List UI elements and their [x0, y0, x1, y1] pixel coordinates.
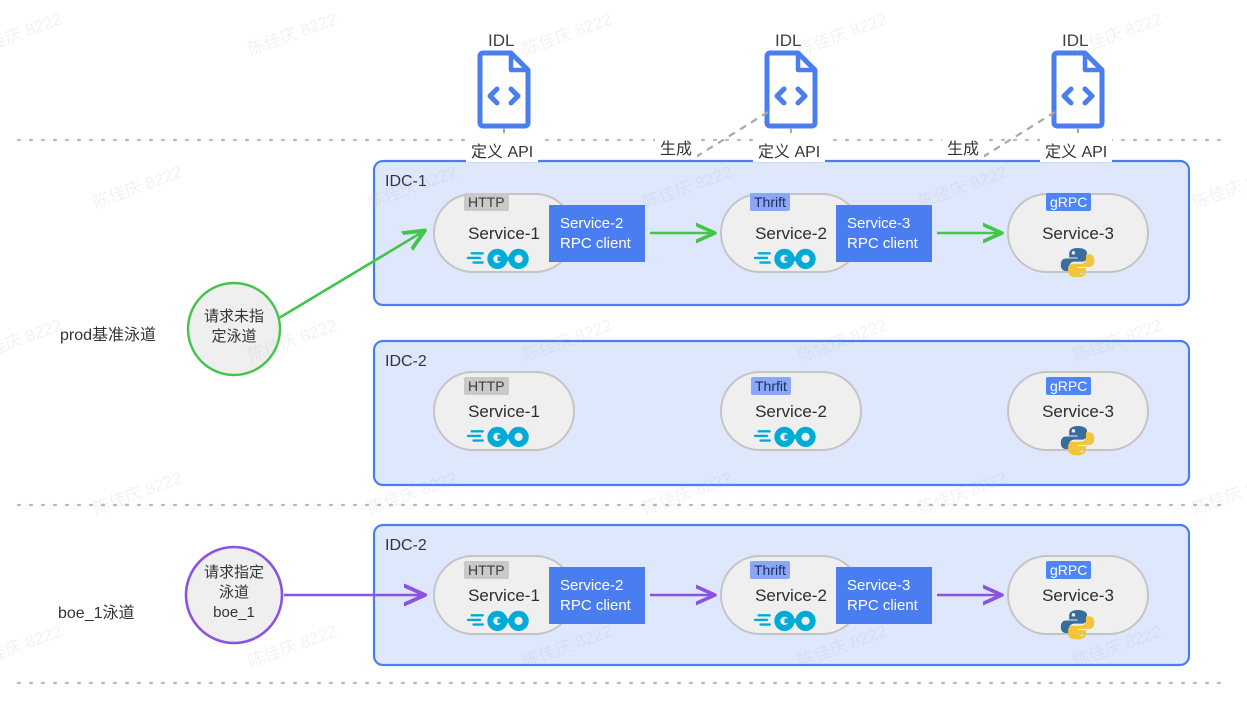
- rpc-client-label: Service-3 RPC client: [847, 576, 918, 616]
- service-name: Service-3: [1042, 586, 1114, 605]
- rpc-client-line-2: RPC client: [847, 597, 918, 614]
- boe-entry-line-1: 请求指定: [203, 564, 264, 581]
- rpc-client-line-2: RPC client: [560, 597, 631, 614]
- idl-label-2: IDL: [775, 31, 802, 50]
- rpc-client-label: Service-2 RPC client: [560, 214, 631, 254]
- service-name: Service-1: [468, 224, 540, 243]
- lane-label-prod: prod基准泳道: [60, 327, 157, 344]
- idl-label-3: IDL: [1062, 31, 1089, 50]
- protocol-badge-grpc: gRPC: [1046, 561, 1092, 579]
- request-no-lane-circle: [186, 281, 282, 377]
- boe-entry-text: 请求指定 泳道 boe_1: [194, 563, 274, 623]
- protocol-badge-http: HTTP: [464, 377, 509, 395]
- rpc-client-box: [836, 567, 932, 624]
- idl-icon-1: [477, 50, 531, 129]
- go-logo-3: [466, 426, 529, 447]
- section-separators: [16, 138, 1231, 685]
- request-with-lane-circle: [184, 545, 284, 645]
- edge-label-generate-2: 生成: [942, 135, 985, 159]
- go-logo-4: [753, 426, 816, 447]
- service-name: Service-3: [1042, 224, 1114, 243]
- service-name: Service-1: [468, 586, 540, 605]
- protocol-badge-http: HTTP: [464, 193, 509, 211]
- rpc-client-line-1: Service-2: [560, 577, 624, 594]
- edge-label-define-api-3: 定义 API: [1040, 138, 1113, 162]
- idl-icon-2: [764, 50, 818, 129]
- idl-label-1: IDL: [488, 31, 515, 50]
- boe-entry-line-3: boe_1: [213, 604, 255, 621]
- protocol-badge-thrift: Thrift: [750, 193, 790, 211]
- prod-entry-line-2: 定泳道: [211, 328, 257, 345]
- idc-group-label-3: IDC-2: [385, 537, 427, 554]
- rpc-client-line-2: RPC client: [847, 235, 918, 252]
- go-logo-6: [753, 610, 816, 631]
- rpc-client-line-2: RPC client: [560, 235, 631, 252]
- rpc-client-label: Service-2 RPC client: [560, 576, 631, 616]
- prod-entry-text: 请求未指 定泳道: [194, 307, 274, 347]
- protocol-badge-thrift: Thrfit: [751, 377, 791, 395]
- python-logo-1: [1060, 248, 1095, 278]
- boe-entry: [184, 545, 424, 645]
- rpc-client-box: [836, 205, 932, 262]
- python-logo-3: [1060, 610, 1095, 640]
- idc-group-1: [372, 159, 1191, 307]
- protocol-badge-thrift: Thrift: [750, 561, 790, 579]
- go-logo-1: [466, 248, 529, 269]
- prod-entry-arrow: [278, 231, 424, 320]
- idc-group-label-1: IDC-1: [385, 173, 427, 190]
- go-logo-2: [753, 248, 816, 269]
- rpc-client-line-1: Service-3: [847, 577, 911, 594]
- idl-icon-3: [1051, 50, 1105, 129]
- prod-entry-line-1: 请求未指: [203, 308, 264, 325]
- service-name: Service-2: [755, 402, 827, 421]
- protocol-badge-grpc: gRPC: [1046, 193, 1092, 211]
- service-name: Service-1: [468, 402, 540, 421]
- idc-group-label-2: IDC-2: [385, 353, 427, 370]
- rpc-client-label: Service-3 RPC client: [847, 214, 918, 254]
- service-name: Service-2: [755, 224, 827, 243]
- protocol-badge-http: HTTP: [464, 561, 509, 579]
- rpc-client-line-1: Service-2: [560, 215, 624, 232]
- rpc-client-line-1: Service-3: [847, 215, 911, 232]
- rpc-client-box: [549, 567, 645, 624]
- service-name: Service-2: [755, 586, 827, 605]
- rpc-client-box: [549, 205, 645, 262]
- prod-entry: [186, 231, 424, 377]
- edge-label-define-api-2: 定义 API: [753, 138, 826, 162]
- lane-label-boe: boe_1泳道: [58, 605, 135, 622]
- boe-entry-line-2: 泳道: [218, 584, 249, 601]
- edge-label-define-api-1: 定义 API: [466, 138, 539, 162]
- service-name: Service-3: [1042, 402, 1114, 421]
- protocol-badge-grpc: gRPC: [1046, 377, 1092, 395]
- idc-group-2: [372, 339, 1191, 487]
- python-logo-2: [1060, 426, 1095, 456]
- go-logo-5: [466, 610, 529, 631]
- edge-label-generate-1: 生成: [655, 135, 698, 159]
- idc-group-3: [372, 523, 1191, 667]
